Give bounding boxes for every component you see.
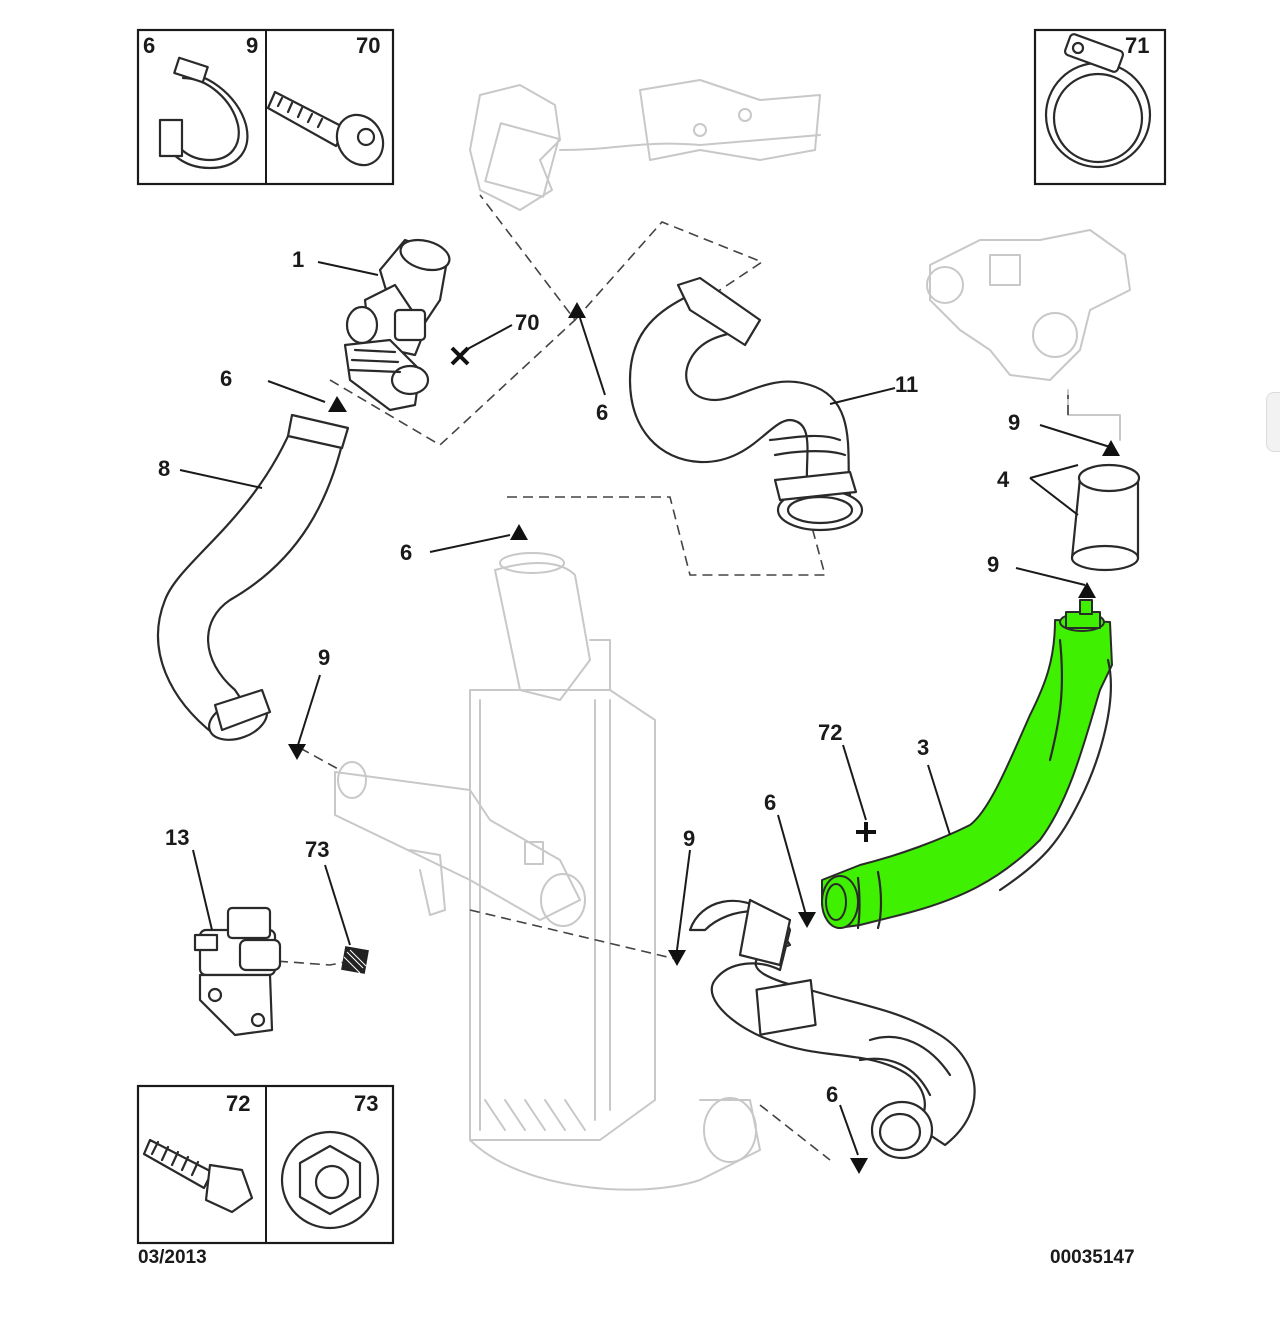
bolt-icon [142, 1138, 254, 1214]
label-part-6-c: 6 [400, 540, 412, 565]
part-13-solenoid-valve [193, 906, 282, 1037]
label-part-72: 72 [818, 720, 842, 745]
box-label-9: 9 [246, 33, 258, 58]
callout-labels: 1 70 6 6 8 11 9 4 6 9 9 72 3 6 9 13 73 6 [158, 247, 1020, 1107]
screw-icon [266, 90, 385, 167]
label-part-1: 1 [292, 247, 304, 272]
label-part-9-d: 9 [683, 826, 695, 851]
date-code: 03/2013 [138, 1247, 207, 1268]
assembly-arrowheads [288, 302, 1120, 1174]
box-label-70: 70 [356, 33, 380, 58]
label-part-70: 70 [515, 310, 539, 335]
box-label-6: 6 [143, 33, 155, 58]
part-3-highlighted-hose [821, 599, 1113, 930]
label-part-3: 3 [917, 735, 929, 760]
detail-box-bolt-nut: 72 73 [136, 1084, 395, 1245]
part-11-upper-hose [628, 276, 864, 532]
label-part-13: 13 [165, 825, 189, 850]
hose-clamp-icon [158, 56, 249, 170]
label-part-6-b: 6 [596, 400, 608, 425]
detail-box-clamp-71: 71 [1033, 28, 1167, 186]
label-part-9-c: 9 [318, 645, 330, 670]
edge-scroll-tab[interactable] [1266, 392, 1280, 452]
label-part-6-e: 6 [826, 1082, 838, 1107]
flange-nut-icon [280, 1130, 380, 1230]
lower-intercooler-hose [688, 898, 976, 1160]
diagram-reference-number: 00035147 [1050, 1247, 1135, 1268]
label-part-11: 11 [895, 372, 918, 397]
part-73-nut [341, 946, 369, 974]
box-label-71: 71 [1125, 33, 1149, 58]
leader-lines [179, 261, 1111, 1156]
part-8-left-hose [156, 413, 350, 741]
label-part-4: 4 [997, 467, 1010, 492]
band-clamp-icon [1044, 33, 1152, 169]
part-4-sleeve [1070, 463, 1141, 572]
detail-box-clamp-screw: 6 9 70 [136, 28, 395, 186]
box-label-72: 72 [226, 1091, 250, 1116]
part-1-inlet-housing [343, 238, 451, 412]
label-part-9-b: 9 [987, 552, 999, 577]
engine-context-outline [334, 79, 1131, 1191]
label-part-6-d: 6 [764, 790, 776, 815]
label-part-6-a: 6 [220, 366, 232, 391]
label-part-9-a: 9 [1008, 410, 1020, 435]
highlighted-hose-body [821, 619, 1113, 929]
label-part-8: 8 [158, 456, 170, 481]
label-part-73: 73 [305, 837, 329, 862]
box-label-73: 73 [354, 1091, 378, 1116]
